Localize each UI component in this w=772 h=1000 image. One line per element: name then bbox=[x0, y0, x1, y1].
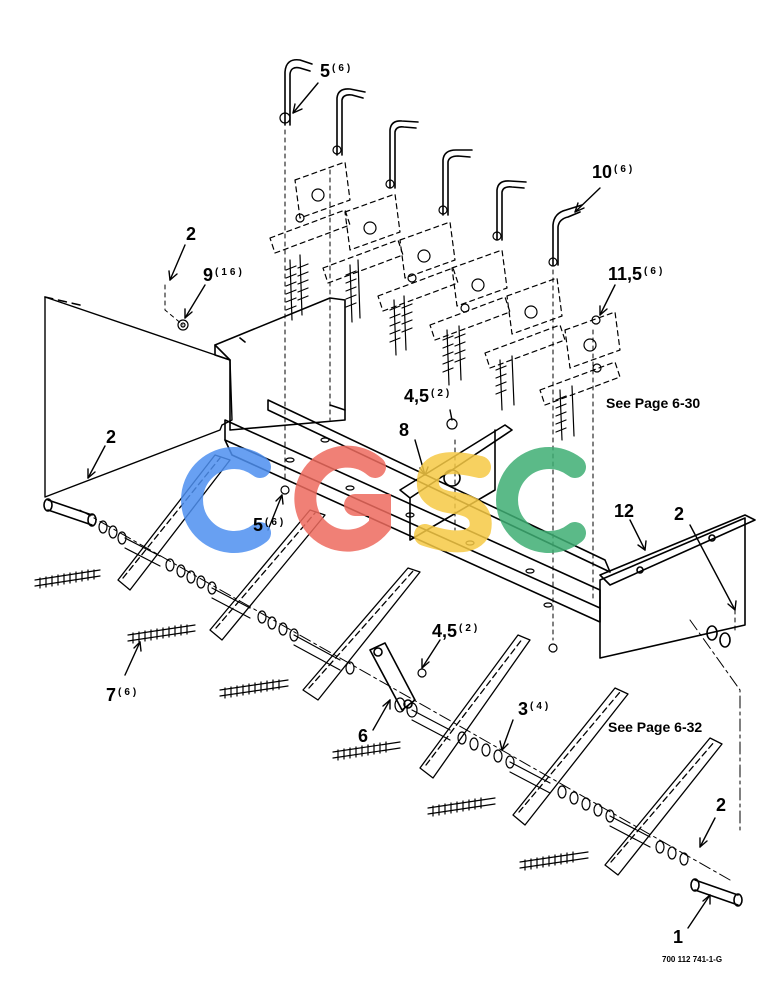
callout-11-5: 11,5(6) bbox=[608, 265, 665, 283]
callout-7: 7(6) bbox=[106, 686, 139, 704]
callout-number: 6 bbox=[358, 726, 369, 746]
callout-number: 2 bbox=[716, 795, 727, 815]
callout-quantity: (16) bbox=[215, 267, 245, 278]
callout-2-left-top: 2 bbox=[186, 225, 196, 243]
callout-4-5-top: 4,5(2) bbox=[404, 387, 452, 405]
page-reference-6-32: See Page 6-32 bbox=[608, 719, 703, 735]
callout-number: 9 bbox=[203, 265, 214, 285]
leader-arrows bbox=[87, 82, 737, 929]
tine-arms bbox=[117, 454, 723, 876]
drawing-number: 700 112 741-1-G bbox=[662, 955, 723, 964]
callout-quantity: (6) bbox=[265, 517, 287, 528]
callout-2-right-mid: 2 bbox=[674, 505, 684, 523]
callout-12: 12 bbox=[614, 502, 634, 520]
callout-number: 2 bbox=[674, 504, 685, 524]
callout-quantity: (6) bbox=[118, 687, 140, 698]
page-reference-6-30: See Page 6-30 bbox=[606, 395, 701, 411]
callout-5-top: 5(6) bbox=[320, 62, 353, 80]
watermark-letter-c2 bbox=[496, 447, 586, 553]
callout-5-mid: 5(6) bbox=[253, 516, 286, 534]
bearing-tube-right bbox=[694, 879, 739, 906]
callout-number: 7 bbox=[106, 685, 117, 705]
callout-number: 3 bbox=[518, 699, 529, 719]
watermark-letter-s bbox=[414, 452, 492, 553]
callout-9: 9(16) bbox=[203, 266, 245, 284]
callout-3: 3(4) bbox=[518, 700, 551, 718]
callout-8: 8 bbox=[399, 421, 409, 439]
callout-quantity: (6) bbox=[332, 63, 354, 74]
callout-number: 10 bbox=[592, 162, 613, 182]
mounting-plate-8 bbox=[399, 424, 513, 499]
callout-1: 1 bbox=[673, 928, 683, 946]
callout-number: 12 bbox=[614, 501, 635, 521]
callout-quantity: (6) bbox=[614, 164, 636, 175]
callout-2-left-mid: 2 bbox=[106, 428, 116, 446]
callout-number: 8 bbox=[399, 420, 410, 440]
callout-6: 6 bbox=[358, 727, 368, 745]
callout-number: 11,5 bbox=[608, 264, 643, 284]
callout-10: 10(6) bbox=[592, 163, 635, 181]
bracket-assemblies bbox=[269, 161, 621, 441]
tine-bars bbox=[284, 58, 583, 266]
callout-quantity: (2) bbox=[431, 388, 453, 399]
callout-4-5-bottom: 4,5(2) bbox=[432, 622, 480, 640]
callout-quantity: (6) bbox=[644, 266, 666, 277]
crank-arm bbox=[369, 642, 416, 711]
callout-quantity: (4) bbox=[530, 701, 552, 712]
callout-number: 4,5 bbox=[404, 386, 430, 406]
callout-number: 5 bbox=[253, 515, 264, 535]
callout-number: 1 bbox=[673, 927, 684, 947]
callout-quantity: (2) bbox=[459, 623, 481, 634]
cgsc-watermark bbox=[181, 445, 586, 553]
callout-number: 4,5 bbox=[432, 621, 458, 641]
watermark-letter-g bbox=[294, 445, 391, 552]
bearing-tube-left bbox=[47, 499, 93, 526]
springs bbox=[34, 569, 589, 871]
callout-number: 2 bbox=[106, 427, 117, 447]
callout-2-right-bottom: 2 bbox=[716, 796, 726, 814]
callout-number: 2 bbox=[186, 224, 197, 244]
watermark-letter-c1 bbox=[181, 447, 271, 553]
callout-number: 5 bbox=[320, 61, 331, 81]
mounting-bracket-left bbox=[214, 297, 346, 431]
